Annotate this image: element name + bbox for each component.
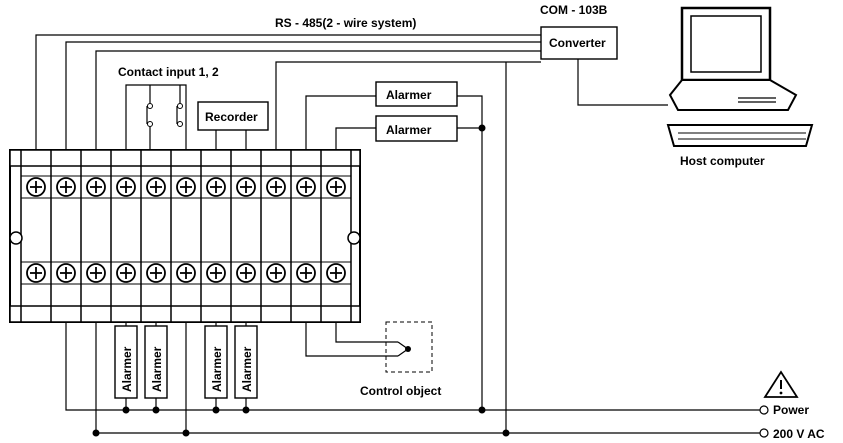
alarmer-label: Alarmer [150,346,164,392]
com-label: COM - 103B [540,3,608,17]
alarmer-bottom-4: Alarmer [234,325,258,399]
alarmer-label: Alarmer [120,346,134,392]
computer-icon [666,6,814,147]
alarmer-top-1: Alarmer [375,81,458,107]
alarmer-label: Alarmer [210,346,224,392]
supply-label: 200 V AC [773,427,825,441]
power-label: Power [773,403,809,417]
alarmer-label: Alarmer [386,123,432,137]
alarmer-bottom-3: Alarmer [204,325,228,399]
alarmer-bottom-1: Alarmer [114,325,138,399]
alarmer-label: Alarmer [240,346,254,392]
contact-switches [146,85,183,153]
contact-input-label: Contact input 1, 2 [118,65,219,79]
recorder-label: Recorder [205,110,258,124]
converter-label: Converter [549,36,606,50]
recorder-box: Recorder [197,101,269,131]
converter-box: Converter [540,26,618,60]
alarmer-bottom-2: Alarmer [144,325,168,399]
alarmer-top-2: Alarmer [375,115,458,142]
junction-dots [92,406,510,437]
warning-triangle-icon [763,370,799,398]
rs485-label: RS - 485(2 - wire system) [275,16,416,30]
terminal-block [9,149,361,323]
control-object-box [385,321,433,373]
host-computer-label: Host computer [680,154,765,168]
alarmer-label: Alarmer [386,88,432,102]
control-object-label: Control object [360,384,441,398]
